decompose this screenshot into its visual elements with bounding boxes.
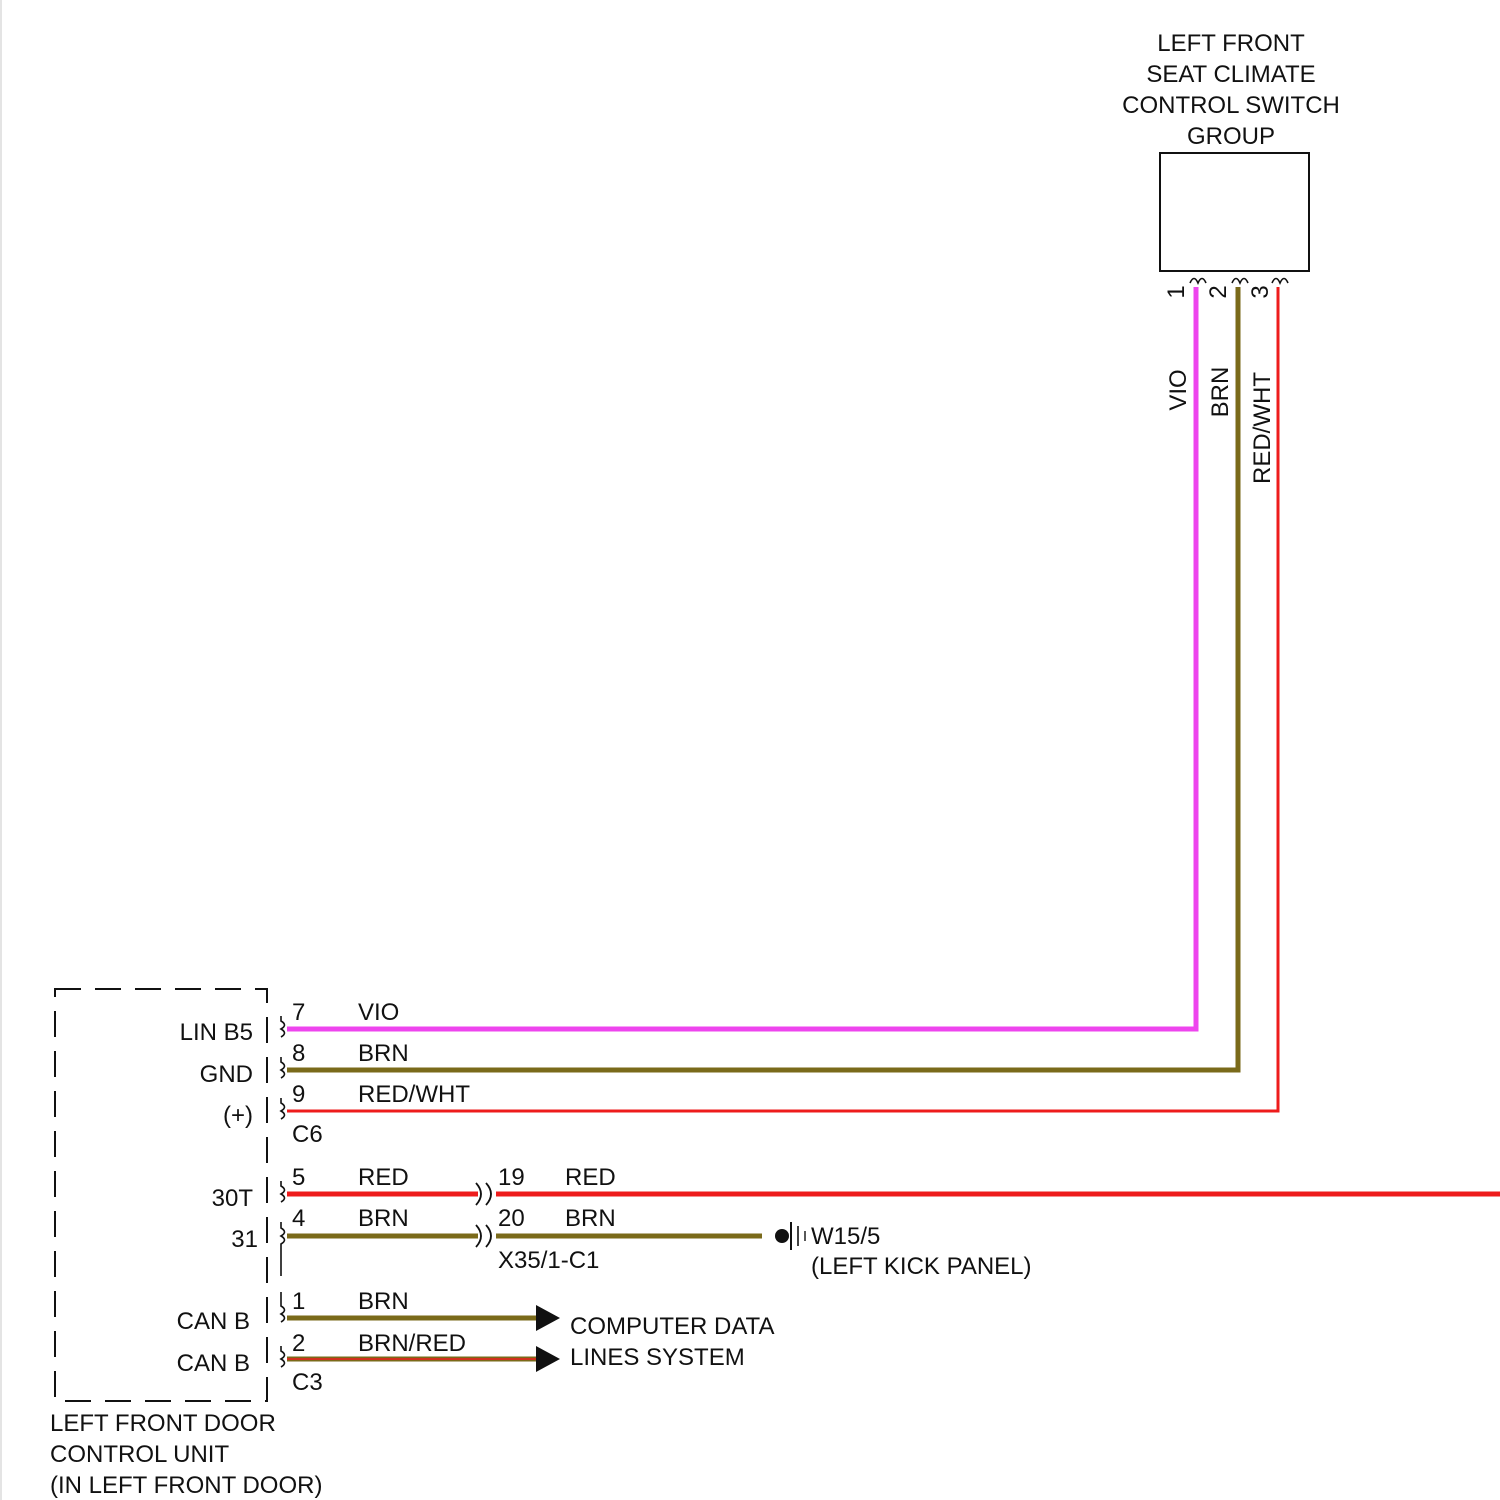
pin-1-label: 1 bbox=[292, 1288, 305, 1315]
switch-group-name-line-1: LEFT FRONT bbox=[1157, 30, 1305, 57]
pin-2-label: 2 bbox=[292, 1330, 305, 1357]
switch-pin-2-label: 2 bbox=[1205, 285, 1232, 298]
switch-pin-2-terminal bbox=[1232, 279, 1248, 284]
data-lines-line-1: COMPUTER DATA bbox=[570, 1313, 774, 1340]
connector-c3: 1 2 BRN BRN/RED C3 COMPUTER DATA LINES S… bbox=[281, 1288, 774, 1396]
inline-connector-pin20 bbox=[476, 1225, 491, 1247]
wire-20-color-label: BRN bbox=[565, 1205, 616, 1232]
wire-5-color-label: RED bbox=[358, 1164, 409, 1191]
switch-group-box bbox=[1160, 153, 1309, 271]
c3-pin2-terminal bbox=[281, 1346, 285, 1367]
switch-wire-label-red-wht: RED/WHT bbox=[1249, 372, 1276, 484]
wire-vio-pin7 bbox=[287, 287, 1196, 1029]
door-unit-name-line-3: (IN LEFT FRONT DOOR) bbox=[50, 1472, 322, 1499]
arrow-right-icon bbox=[536, 1346, 560, 1372]
wire-2-color-label: BRN/RED bbox=[358, 1330, 466, 1357]
pin-19-label: 19 bbox=[498, 1164, 525, 1191]
signal-can-b-1: CAN B bbox=[177, 1308, 250, 1335]
wires bbox=[287, 287, 1500, 1359]
pin5-terminal bbox=[281, 1181, 285, 1202]
signal-31: 31 bbox=[231, 1226, 258, 1253]
signal-plus: (+) bbox=[223, 1102, 253, 1129]
switch-group-name-line-2: SEAT CLIMATE bbox=[1146, 61, 1315, 88]
c6-pin9-terminal bbox=[281, 1098, 285, 1119]
pin-8-label: 8 bbox=[292, 1040, 305, 1067]
wire-19-color-label: RED bbox=[565, 1164, 616, 1191]
door-unit-name-line-1: LEFT FRONT DOOR bbox=[50, 1410, 276, 1437]
c3-pin1-terminal bbox=[281, 1292, 285, 1322]
connector-c3-label: C3 bbox=[292, 1369, 323, 1396]
switch-pin-3-label: 3 bbox=[1247, 285, 1274, 298]
ground-name: W15/5 bbox=[811, 1223, 880, 1250]
pin-7-label: 7 bbox=[292, 999, 305, 1026]
switch-wire-label-brn: BRN bbox=[1207, 367, 1234, 418]
pin-5-label: 5 bbox=[292, 1164, 305, 1191]
wire-8-color-label: BRN bbox=[358, 1040, 409, 1067]
power-ground-circuits: 5 4 RED BRN 19 20 RED BRN X35/1-C1 W15/5… bbox=[281, 1164, 1032, 1280]
signal-lin-b5: LIN B5 bbox=[180, 1019, 253, 1046]
wire-brn-pin8 bbox=[287, 287, 1238, 1070]
switch-group-name-line-4: GROUP bbox=[1187, 123, 1275, 150]
c6-pin7-terminal bbox=[281, 1016, 285, 1037]
wire-1-color-label: BRN bbox=[358, 1288, 409, 1315]
wire-7-color-label: VIO bbox=[358, 999, 399, 1026]
pin-9-label: 9 bbox=[292, 1081, 305, 1108]
wire-4-color-label: BRN bbox=[358, 1205, 409, 1232]
data-lines-line-2: LINES SYSTEM bbox=[570, 1344, 745, 1371]
inline-connector-pin19 bbox=[476, 1183, 491, 1205]
signal-gnd: GND bbox=[200, 1061, 253, 1088]
switch-pin-1-terminal bbox=[1190, 279, 1206, 284]
wire-9-color-label: RED/WHT bbox=[358, 1081, 470, 1108]
arrow-right-icon bbox=[536, 1305, 560, 1331]
switch-group-name-line-3: CONTROL SWITCH bbox=[1122, 92, 1340, 119]
c6-pin8-terminal bbox=[281, 1057, 285, 1078]
inline-connector-label: X35/1-C1 bbox=[498, 1247, 599, 1274]
pin-20-label: 20 bbox=[498, 1205, 525, 1232]
connector-c6-label: C6 bbox=[292, 1121, 323, 1148]
ground-point bbox=[775, 1229, 789, 1243]
door-unit-name-line-2: CONTROL UNIT bbox=[50, 1441, 229, 1468]
signal-30t: 30T bbox=[212, 1185, 254, 1212]
switch-pin-3-terminal bbox=[1272, 279, 1288, 284]
connector-c6: 7 8 9 VIO BRN RED/WHT C6 bbox=[281, 999, 470, 1148]
pin-4-label: 4 bbox=[292, 1205, 305, 1232]
switch-pin-1-label: 1 bbox=[1163, 285, 1190, 298]
signal-can-b-2: CAN B bbox=[177, 1350, 250, 1377]
wire-red-wht-pin9 bbox=[287, 287, 1278, 1111]
pin4-terminal bbox=[281, 1222, 285, 1276]
ground-location: (LEFT KICK PANEL) bbox=[811, 1253, 1032, 1280]
switch-wire-label-vio: VIO bbox=[1165, 369, 1192, 410]
switch-group: LEFT FRONT SEAT CLIMATE CONTROL SWITCH G… bbox=[1122, 30, 1340, 484]
